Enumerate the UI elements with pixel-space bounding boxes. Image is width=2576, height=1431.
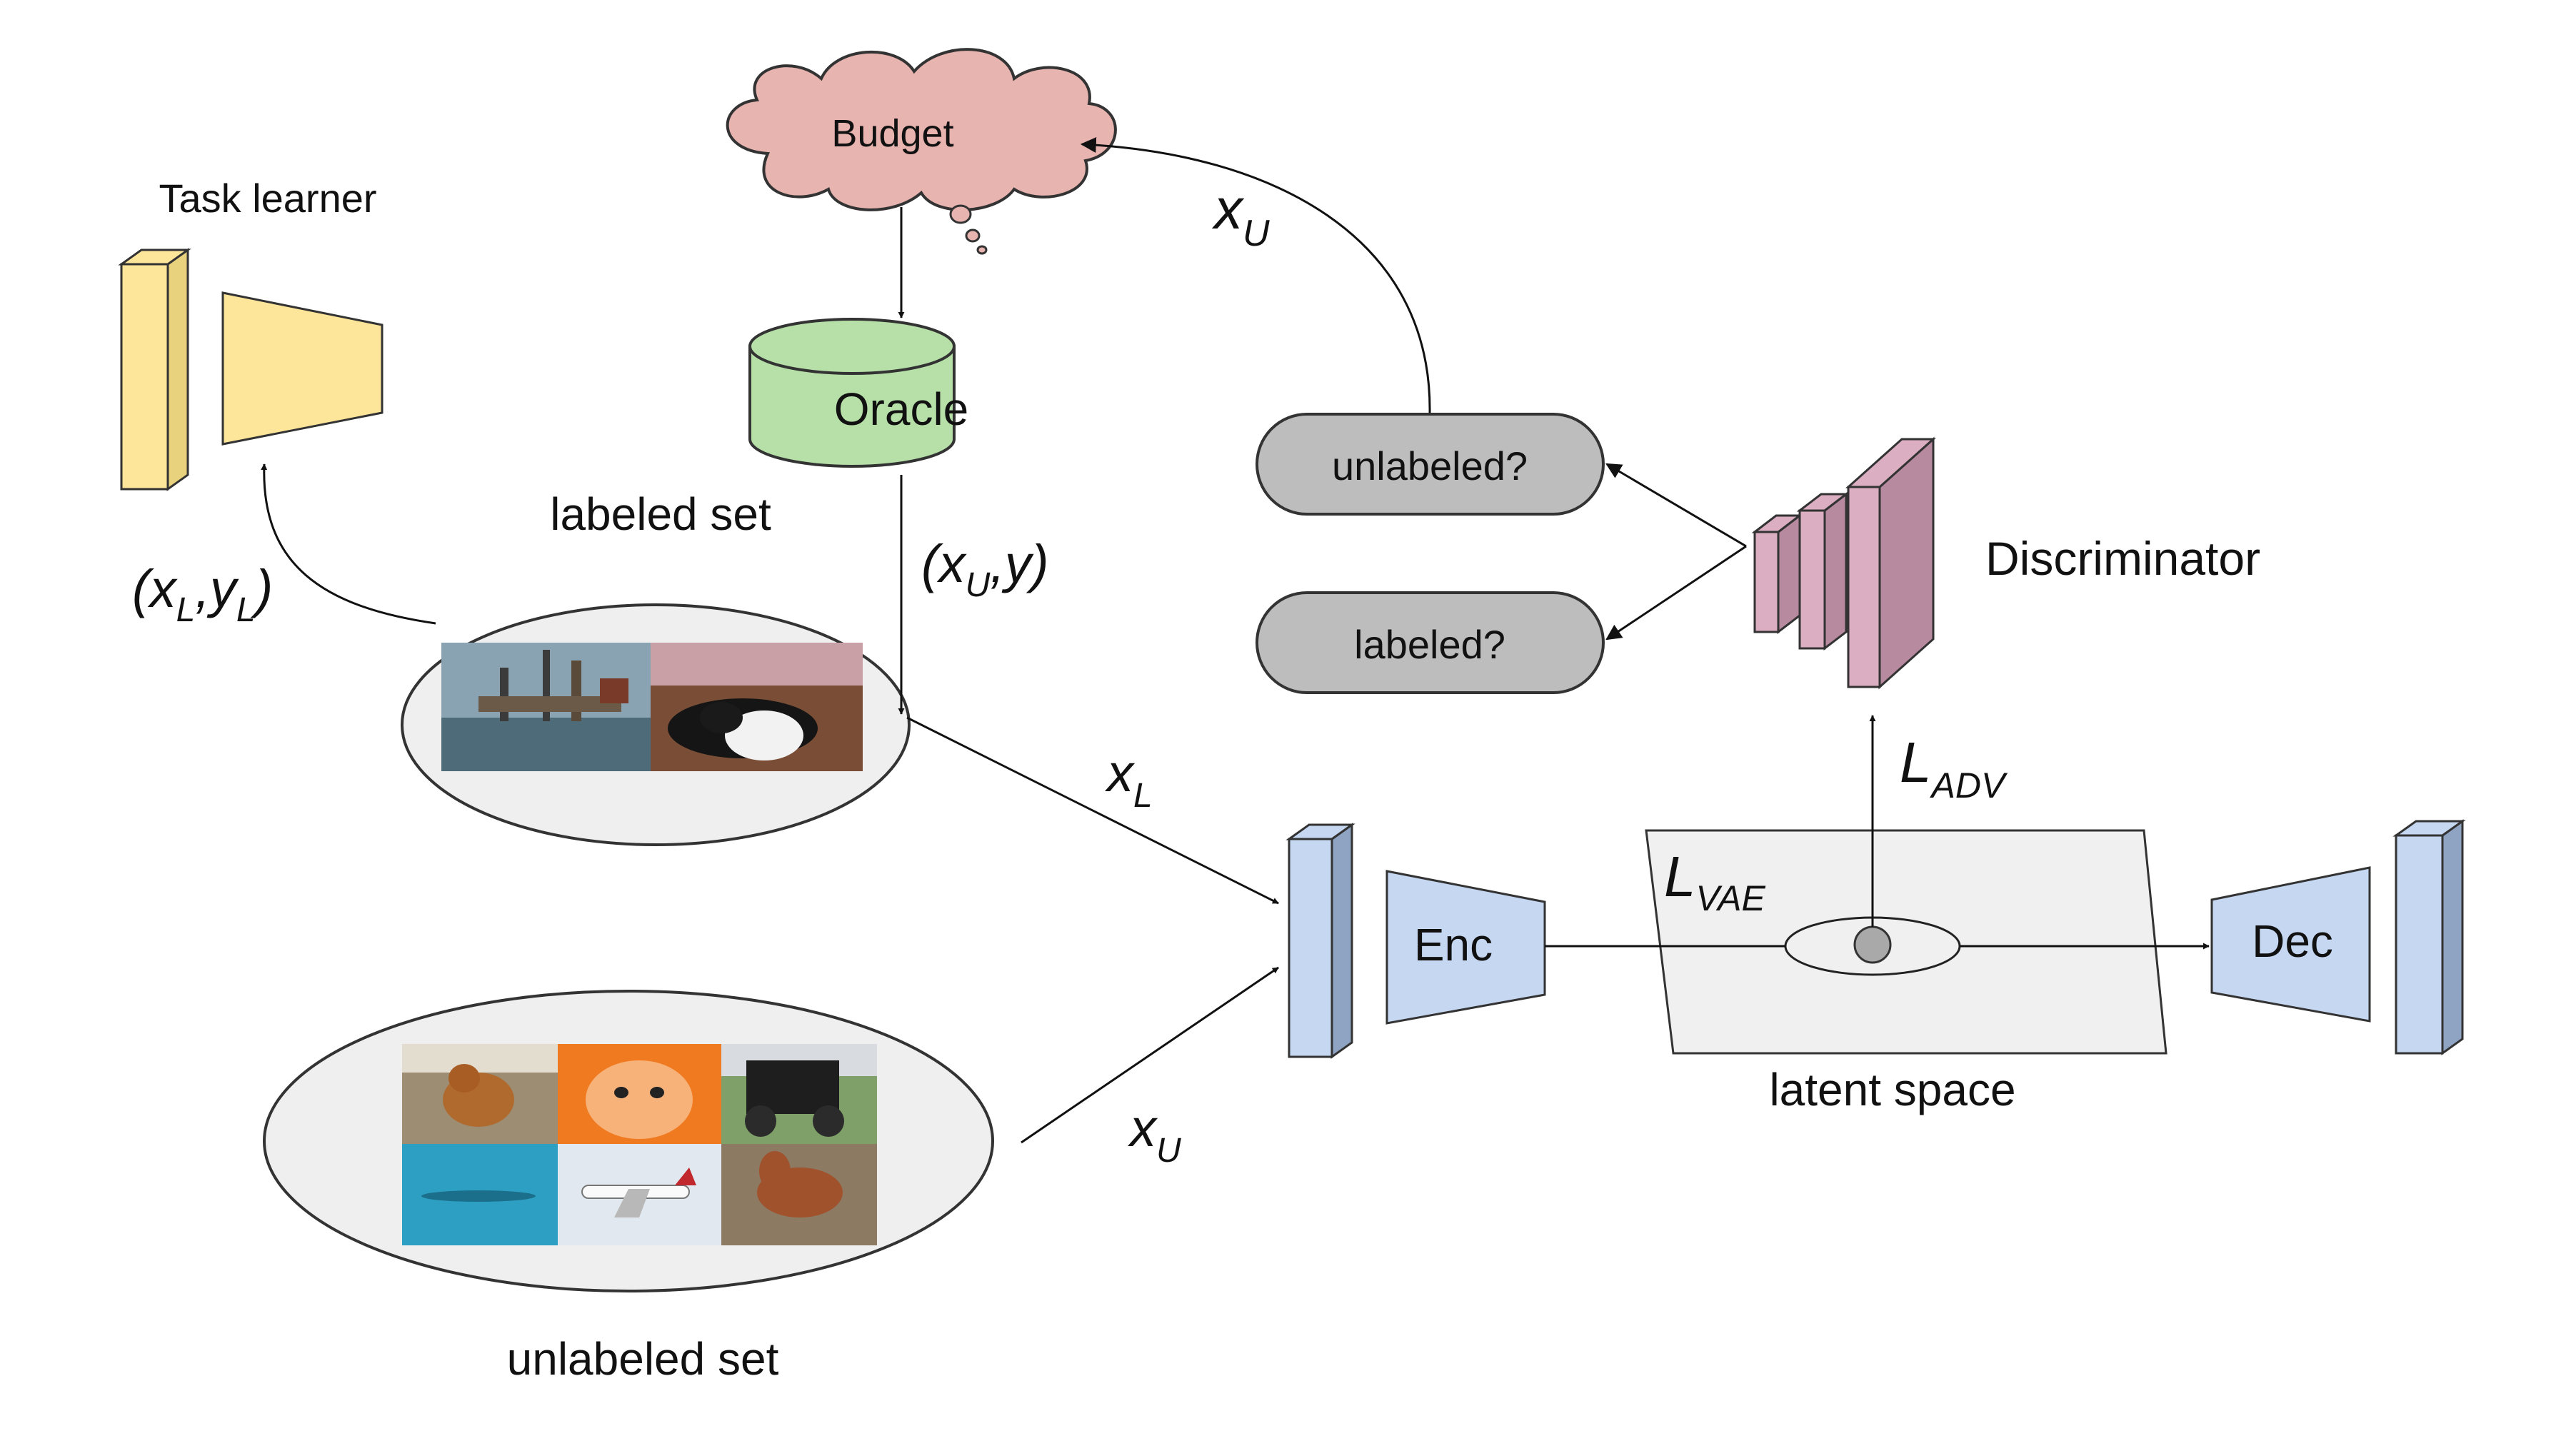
- label-L-adv: LADV: [1900, 730, 2008, 805]
- discriminator-layer-1: [1751, 513, 1803, 635]
- discriminator-layer-2: [1796, 491, 1850, 651]
- arrow-labeled-set-to-encoder: [906, 716, 1279, 905]
- latent-space-label: latent space: [1769, 1064, 2015, 1115]
- decoder: Dec: [2210, 866, 2371, 1023]
- discriminator-layer-3: [1845, 436, 1936, 690]
- label-xL-yL: (xL,yL): [132, 559, 273, 629]
- unlabeled-question-label: unlabeled?: [1332, 443, 1528, 488]
- vae-input-block-front: [1288, 838, 1333, 1058]
- label-xL: xL: [1105, 743, 1153, 815]
- encoder-trapezoid: [1385, 870, 1546, 1025]
- unlabeled-image-boxer-dog: [402, 1044, 558, 1144]
- oracle-top: [748, 318, 956, 375]
- labeled-question-label: labeled?: [1354, 622, 1505, 667]
- thought-bubble-2: [965, 229, 981, 243]
- budget-cloud-shape: [726, 48, 1117, 211]
- decoder-label: Dec: [2252, 915, 2333, 967]
- arrow-labeled-set-to-task-learner: [261, 463, 436, 625]
- encoder: Enc: [1385, 870, 1546, 1025]
- unlabeled-set-label: unlabeled set: [507, 1333, 779, 1385]
- vae-output-block-front: [2395, 834, 2444, 1055]
- task-learner: Task learner: [118, 176, 384, 491]
- task-learner-label: Task learner: [159, 176, 376, 221]
- thought-bubble-3: [976, 245, 988, 255]
- oracle-label: Oracle: [834, 383, 969, 435]
- arrow-unlabeled-set-to-encoder: [1021, 966, 1279, 1144]
- label-xU-to-budget: xU: [1211, 177, 1270, 254]
- labeled-image-dog: [651, 643, 863, 771]
- unlabeled-set: unlabeled set: [263, 990, 994, 1385]
- budget-label: Budget: [831, 112, 953, 155]
- labeled-set: labeled set: [401, 488, 911, 846]
- decoder-trapezoid: [2210, 866, 2371, 1023]
- unlabeled-image-airplane: [558, 1144, 721, 1245]
- vae-output-block: [2392, 819, 2466, 1055]
- oracle-cylinder: Oracle: [748, 318, 969, 468]
- task-learner-block-side: [166, 248, 189, 491]
- unlabeled-image-car: [721, 1044, 877, 1144]
- discriminator-label: Discriminator: [1985, 532, 2260, 585]
- labeled-set-label: labeled set: [550, 488, 771, 540]
- latent-space-plane: [1645, 829, 2167, 1055]
- label-xU-y: (xU,y): [921, 534, 1049, 604]
- budget-cloud: Budget: [726, 48, 1117, 255]
- arrow-unlabeled-to-budget: [1080, 136, 1431, 413]
- latent-code-dot: [1853, 925, 1892, 964]
- thought-bubble-1: [949, 204, 972, 224]
- arrow-discriminator-to-unlabeled: [1605, 463, 1747, 548]
- label-L-vae: LVAE: [1664, 845, 1765, 918]
- labeled-question-pill: labeled?: [1256, 591, 1605, 694]
- discriminator: Discriminator: [1751, 436, 2260, 690]
- latent-space: latent space LVAE: [1645, 829, 2167, 1115]
- arrow-discriminator-to-labeled: [1605, 545, 1747, 641]
- unlabeled-image-horse: [721, 1144, 877, 1245]
- encoder-label: Enc: [1414, 919, 1493, 970]
- vae-output-block-side: [2441, 819, 2464, 1055]
- label-xU-to-encoder: xU: [1128, 1098, 1181, 1170]
- unlabeled-image-fox: [558, 1044, 721, 1144]
- oracle-body: [748, 345, 956, 468]
- task-learner-trapezoid: [221, 291, 384, 446]
- task-learner-block-front: [120, 263, 169, 491]
- vae-input-block: [1286, 823, 1355, 1059]
- unlabeled-question-pill: unlabeled?: [1256, 413, 1605, 516]
- vae-input-block-side: [1330, 823, 1353, 1059]
- unlabeled-image-shark: [402, 1144, 558, 1245]
- labeled-image-oil-rig: [441, 643, 651, 771]
